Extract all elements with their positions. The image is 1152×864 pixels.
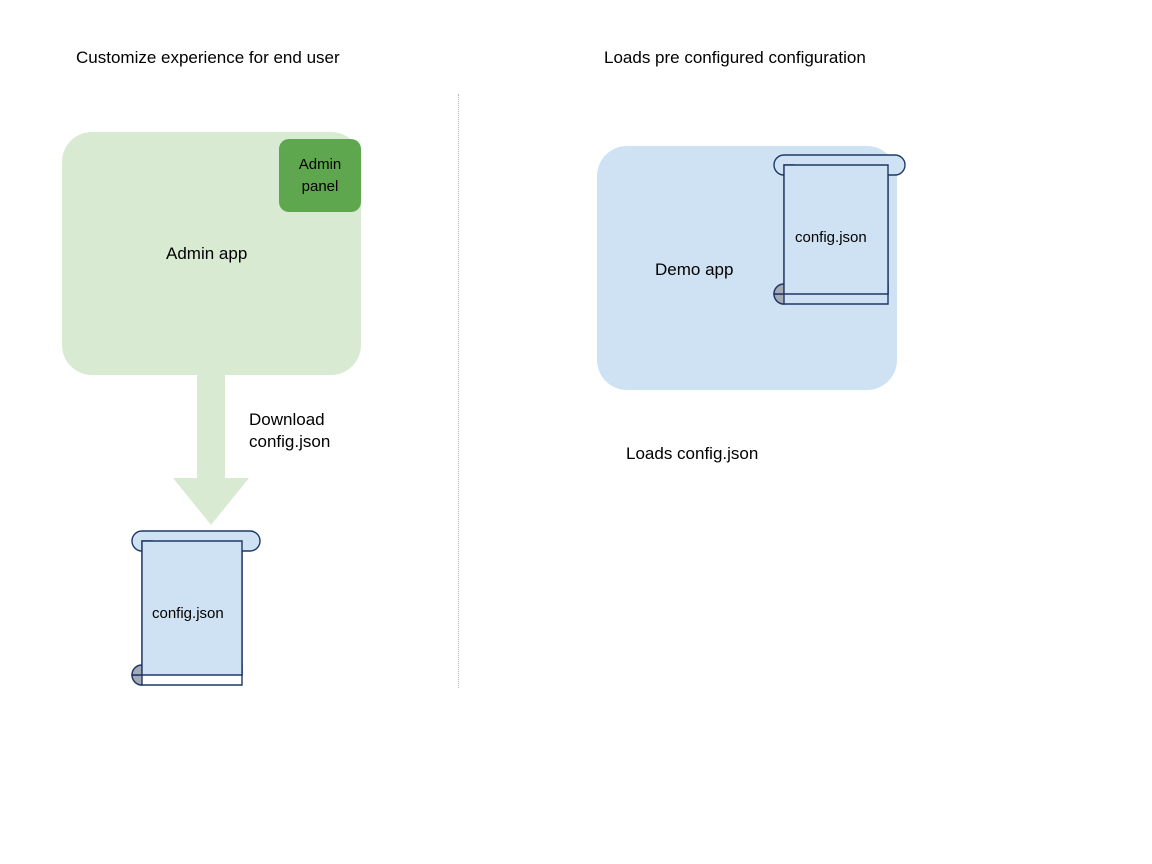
- admin-panel-label: Admin panel: [298, 155, 342, 195]
- scroll-document-icon-left: [118, 528, 264, 688]
- down-block-arrow-icon: [171, 373, 251, 528]
- left-column-title: Customize experience for end user: [76, 48, 340, 67]
- loads-config-caption: Loads config.json: [626, 444, 759, 463]
- scroll-document-icon-right: [768, 152, 910, 308]
- admin-app-label: Admin app: [166, 244, 248, 263]
- dotted-vertical-divider-icon: [458, 94, 459, 688]
- download-config-label: Download config.json: [249, 410, 331, 451]
- right-column-title: Loads pre configured configuration: [604, 48, 866, 67]
- admin-panel-box[interactable]: Admin panel: [279, 139, 361, 212]
- config-json-label-right: config.json: [795, 229, 867, 246]
- demo-app-label: Demo app: [655, 260, 734, 279]
- config-json-label-left: config.json: [152, 605, 224, 622]
